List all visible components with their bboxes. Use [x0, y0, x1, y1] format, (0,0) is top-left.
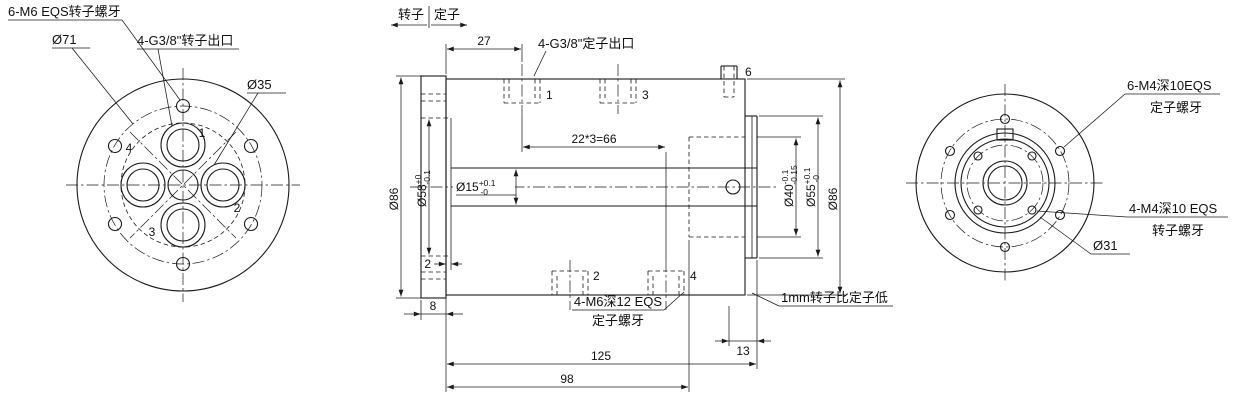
dim-2: 2: [424, 256, 462, 271]
section-port-label-4: 4: [690, 269, 697, 283]
center-bore-circle: [987, 165, 1023, 201]
left-port-label-4: 4: [126, 141, 133, 155]
dim-d86-left: Ø86: [387, 75, 421, 299]
dim-d86-right: Ø86: [747, 78, 845, 296]
rotor-bolt-circle-centerline: [966, 144, 1044, 222]
rotor-thread-label: 6-M6 EQS转子螺牙: [8, 4, 121, 19]
port-dia-label: Ø35: [247, 77, 272, 92]
section-port-2: [551, 260, 589, 310]
dim-d58: Ø58+0-0.1: [413, 119, 432, 255]
section-port-4: [647, 260, 685, 310]
right-view: 6-M4深10EQS 定子螺牙 4-M4深10 EQS 转子螺牙 Ø31: [906, 78, 1228, 282]
section-port-1: [503, 64, 541, 114]
center-bore-circle: [167, 169, 199, 201]
keyway: [996, 128, 1014, 141]
dim-d15: Ø15+0.1-0: [453, 169, 519, 205]
dim-d55-label: Ø55+0.1-0: [802, 167, 821, 207]
dim-2-label: 2: [424, 257, 431, 271]
dim-8-label: 8: [430, 299, 437, 313]
section-port-6: [720, 65, 738, 98]
leader-rotor-outlet: 4-G3/8"转子出口: [137, 33, 239, 127]
left-port-label-1: 1: [199, 126, 206, 140]
note-offset: 1mm转子比定子低: [751, 290, 893, 307]
rotor-flange-circle: [954, 132, 1056, 234]
stator-m4-holes: [944, 113, 1066, 253]
dim-27-label: 27: [477, 34, 491, 48]
section-port-label-6: 6: [745, 65, 752, 79]
leader-rotor-thread: 4-M4深10 EQS 转子螺牙: [1036, 201, 1228, 238]
stator-bolt-circle-centerline: [940, 118, 1070, 248]
leader-stator-thread: 6-M4深10EQS 定子螺牙: [1063, 78, 1220, 148]
section-port-label-1: 1: [546, 88, 553, 102]
rotor-end: [688, 115, 758, 259]
dim-d15-label: Ø15+0.1-0: [456, 178, 496, 197]
bolt-circle-dia-label: Ø71: [52, 32, 77, 47]
dim-d40: Ø40-0.1-0.15: [757, 136, 801, 238]
dim-125-label: 125: [591, 349, 611, 363]
rotor-ports: [120, 122, 246, 248]
rotor-stator-indicator: 转子 定子: [391, 6, 467, 28]
rotor-pilot-circle: [960, 138, 1050, 228]
note-m6: 4-M6深12 EQS 定子螺牙: [572, 291, 685, 328]
section-port-3: [599, 64, 637, 114]
dim-d86-right-label: Ø86: [826, 187, 840, 210]
dim-13: 13: [715, 260, 771, 358]
section-port-label-2: 2: [593, 269, 600, 283]
dim-125: 125: [445, 320, 758, 369]
dim-27: 27: [445, 34, 523, 74]
note-offset-label: 1mm转子比定子低: [781, 290, 888, 305]
center-chamfer-circle: [982, 160, 1028, 206]
rotor-thread-label-line2: 转子螺牙: [1152, 223, 1204, 238]
left-port-label-2: 2: [234, 201, 241, 215]
section-view: 转子 定子: [387, 6, 893, 392]
stator-outlet-label: 4-G3/8"定子出口: [538, 36, 634, 51]
dim-pitch: 22*3=66: [521, 114, 667, 260]
leader-port-dia: Ø35: [213, 77, 286, 166]
dim-pitch-label: 22*3=66: [571, 132, 616, 146]
leader-rotor-bc-dia: Ø31: [1039, 216, 1130, 255]
dim-13-label: 13: [736, 344, 750, 358]
dim-98-label: 98: [560, 372, 574, 386]
stator-thread-label-line2: 定子螺牙: [1150, 100, 1202, 115]
leader-stator-outlet: 4-G3/8"定子出口: [533, 36, 634, 77]
note-m6-line1: 4-M6深12 EQS: [574, 294, 662, 309]
rotor-thread-label-line1: 4-M4深10 EQS: [1129, 201, 1217, 216]
section-port-label-3: 3: [642, 88, 649, 102]
rotor-side-label: 转子: [398, 7, 424, 22]
dim-d58-label: Ø58+0-0.1: [413, 170, 432, 207]
pin-hole-circle: [725, 179, 741, 195]
left-view: 1 2 3 4 6-M6 EQS转子螺牙 Ø71 4-G3/8"转子出口 Ø35: [8, 4, 300, 302]
stator-thread-label-line1: 6-M4深10EQS: [1127, 78, 1212, 93]
rotor-m4-holes: [973, 151, 1037, 215]
dim-d86-left-label: Ø86: [387, 187, 401, 210]
stator-side-label: 定子: [434, 7, 460, 22]
leader-rotor-thread: 6-M6 EQS转子螺牙: [8, 4, 181, 101]
flange-bolt-holes: [107, 98, 259, 272]
leader-bolt-circle-dia: Ø71: [52, 32, 134, 125]
rotor-outlet-label: 4-G3/8"转子出口: [137, 33, 233, 48]
note-m6-line2: 定子螺牙: [592, 313, 644, 328]
dim-8: 8: [404, 297, 463, 320]
dim-d55: Ø55+0.1-0: [759, 115, 823, 259]
dim-d40-label: Ø40-0.1-0.15: [780, 165, 799, 207]
dim-98: 98: [445, 240, 690, 392]
rotor-bc-dia-label: Ø31: [1093, 238, 1118, 253]
left-port-label-3: 3: [149, 225, 156, 239]
